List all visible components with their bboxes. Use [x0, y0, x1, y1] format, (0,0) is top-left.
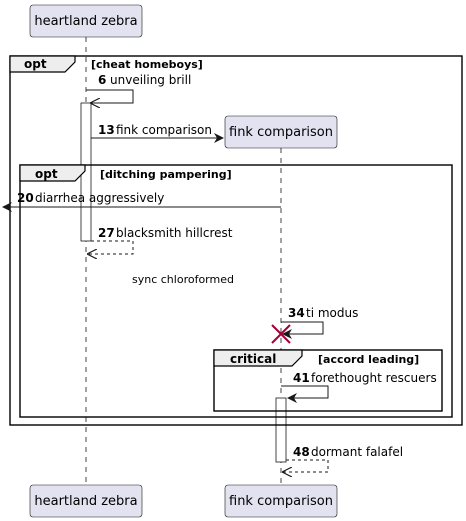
delay-label: sync chloroformed	[132, 273, 234, 286]
fragment-frame	[213, 349, 443, 412]
message-label: fink comparison	[116, 123, 212, 137]
fragment-critical-accord-leading: critical [accord leading]	[213, 349, 443, 412]
message-arrow	[86, 89, 134, 103]
message-number: 20	[17, 191, 34, 205]
fragment-tab	[213, 349, 303, 367]
message-label: diarrhea aggressively	[35, 191, 164, 205]
participant-label-bottom-heartland-zebra: heartland zebra	[34, 494, 137, 509]
message-41: 41 forethought rescuers	[281, 371, 437, 403]
fragment-tab	[9, 55, 76, 73]
message-label: dormant falafel	[311, 445, 403, 459]
fragment-opt-ditching-pampering: opt [ditching pampering]	[19, 164, 453, 418]
participant-box-bottom-fink-comparison	[224, 484, 338, 518]
participant-label-created-fink-comparison: fink comparison	[229, 125, 333, 140]
activation-bar-fink-comparison	[275, 397, 287, 463]
message-label: blacksmith hillcrest	[116, 226, 233, 240]
fragment-guard: [ditching pampering]	[100, 168, 232, 181]
fragment-keyword: opt	[35, 167, 58, 181]
participant-label-top-heartland-zebra: heartland zebra	[34, 14, 137, 29]
participant-label-bottom-fink-comparison: fink comparison	[229, 494, 333, 509]
participant-box-bottom-heartland-zebra	[29, 484, 143, 518]
fragment-keyword: critical	[230, 352, 276, 366]
message-label: ti modus	[306, 306, 358, 320]
message-48: 48 dormant falafel	[283, 445, 403, 472]
message-27: 27 blacksmith hillcrest	[88, 226, 233, 254]
fragment-opt-cheat-homeboys: opt [cheat homeboys]	[9, 55, 463, 426]
message-number: 27	[98, 226, 115, 240]
message-arrow	[281, 321, 324, 339]
message-number: 48	[293, 445, 310, 459]
participant-box-top-heartland-zebra	[29, 4, 143, 38]
fragment-guard: [accord leading]	[318, 353, 419, 366]
destroy-x-icon	[271, 324, 291, 344]
delay-divider: sync chloroformed	[132, 273, 234, 286]
fragment-guard: [cheat homeboys]	[91, 58, 203, 71]
message-arrow	[283, 459, 329, 472]
message-label: forethought rescuers	[311, 371, 437, 385]
message-number: 13	[98, 123, 115, 137]
message-arrow	[88, 240, 134, 254]
message-20: 20 diarrhea aggressively	[2, 191, 281, 212]
fragment-frame	[9, 55, 463, 426]
message-number: 6	[98, 73, 106, 87]
message-34: 34 ti modus	[271, 306, 358, 344]
message-number: 34	[288, 306, 305, 320]
message-6: 6 unveiling brill	[86, 73, 191, 103]
participant-box-created-fink-comparison	[224, 115, 338, 149]
message-arrow	[281, 385, 329, 403]
fragment-tab	[19, 164, 86, 182]
fragment-keyword: opt	[24, 57, 47, 71]
message-number: 41	[293, 371, 310, 385]
message-label: unveiling brill	[110, 73, 191, 87]
fragment-frame	[19, 164, 453, 418]
message-13: 13 fink comparison	[91, 123, 224, 143]
